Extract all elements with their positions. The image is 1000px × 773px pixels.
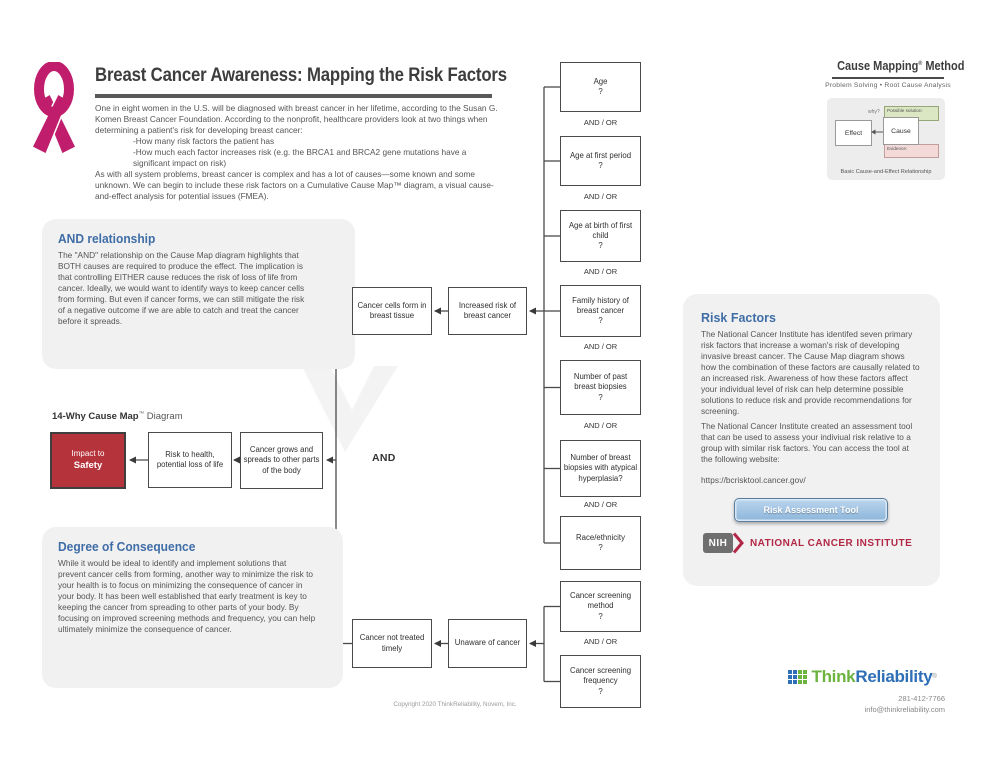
page-title: Breast Cancer Awareness: Mapping the Ris… xyxy=(95,64,507,86)
and-relationship-callout: AND relationship The "AND" relationship … xyxy=(42,219,355,369)
nih-logo-box: NIH xyxy=(703,533,733,553)
risk-panel-paragraph-1: The National Cancer Institute has identi… xyxy=(701,329,920,417)
risk-to-health-box: Risk to health, potential loss of life xyxy=(148,432,232,488)
unaware-of-cancer-box: Unaware of cancer xyxy=(448,619,527,668)
nih-chevron-icon xyxy=(733,532,744,554)
method-title-rule xyxy=(832,77,944,79)
cause-box-family-history: Family history of breast cancer? xyxy=(560,285,641,337)
cancer-not-treated-box: Cancer not treated timely xyxy=(352,619,432,668)
and-callout-tail xyxy=(302,366,398,452)
and-or-label: AND / OR xyxy=(583,637,618,646)
phone-number: 281-412-7766 xyxy=(898,694,945,703)
risk-assessment-tool-button[interactable]: Risk Assessment Tool xyxy=(734,498,888,522)
degree-of-consequence-callout: Degree of Consequence While it would be … xyxy=(42,527,343,688)
and-or-label: AND / OR xyxy=(583,421,618,430)
and-or-label: AND / OR xyxy=(583,500,618,509)
risk-panel-paragraph-2: The National Cancer Institute created an… xyxy=(701,421,913,465)
registered-mark: ® xyxy=(932,674,937,680)
and-or-label: AND / OR xyxy=(583,192,618,201)
intro-paragraph-2: As with all system problems, breast canc… xyxy=(95,168,494,201)
email-address: info@thinkreliability.com xyxy=(864,704,945,714)
risk-tool-url[interactable]: https://bcrisktool.cancer.gov/ xyxy=(701,475,806,486)
method-subtitle: Problem Solving • Root Cause Analysis xyxy=(825,82,951,89)
and-or-label: AND / OR xyxy=(583,118,618,127)
cause-box-past-biopsies: Number of past breast biopsies? xyxy=(560,360,641,415)
trademark-mark: ™ xyxy=(138,411,145,417)
breast-cancer-ribbon-icon xyxy=(30,62,78,156)
contact-info: 281-412-7766 info@thinkreliability.com xyxy=(865,694,945,716)
risk-panel-heading: Risk Factors xyxy=(701,310,776,325)
cause-box: Cause xyxy=(883,117,919,145)
and-or-label: AND / OR xyxy=(583,267,618,276)
cause-map-diagram-label: 14-Why Cause Map™ Diagram xyxy=(52,411,183,423)
cause-effect-arrow xyxy=(871,129,884,135)
increased-risk-box: Increased risk of breast cancer xyxy=(448,287,527,335)
cause-box-screening-method: Cancer screening method? xyxy=(560,581,641,632)
nci-name-text: NATIONAL CANCER INSTITUTE xyxy=(750,537,913,549)
and-callout-heading: AND relationship xyxy=(58,232,156,246)
method-caption: Basic Cause-and-Effect Relationship xyxy=(840,169,932,175)
cause-box-atypical-hyperplasia: Number of breast biopsies with atypical … xyxy=(560,440,641,497)
intro-paragraph-1: One in eight women in the U.S. will be d… xyxy=(95,103,498,135)
and-callout-body: The "AND" relationship on the Cause Map … xyxy=(58,250,305,327)
title-rule xyxy=(95,94,492,98)
consequence-heading: Degree of Consequence xyxy=(58,540,196,554)
consequence-body: While it would be ideal to identify and … xyxy=(58,558,316,635)
risk-factors-panel: Risk Factors The National Cancer Institu… xyxy=(683,294,940,586)
effect-box: Effect xyxy=(835,120,872,146)
copyright-text: Copyright 2020 ThinkReliability, Novem, … xyxy=(393,701,517,708)
method-panel-title: Cause Mapping® Method xyxy=(837,59,965,73)
and-junction-label: AND xyxy=(372,452,396,464)
why-label: why? xyxy=(868,109,880,115)
brand-dots-icon xyxy=(788,670,807,684)
nci-logo: NIH NATIONAL CANCER INSTITUTE xyxy=(703,532,921,554)
registered-mark: ® xyxy=(918,60,923,67)
and-or-label: AND / OR xyxy=(583,342,618,351)
intro-bullet-2: -How much each factor increases risk (e.… xyxy=(133,146,467,168)
cancer-cells-form-box: Cancer cells form in breast tissue xyxy=(352,287,432,335)
method-mini-diagram: Possible solution: Evidence: Effect Caus… xyxy=(827,98,945,180)
cause-box-age-birth-first-child: Age at birth of first child? xyxy=(560,210,641,262)
cause-box-age: Age? xyxy=(560,62,641,112)
cancer-grows-box: Cancer grows and spreads to other parts … xyxy=(240,432,323,489)
intro-bullet-1: -How many risk factors the patient has xyxy=(133,135,275,146)
intro-text: One in eight women in the U.S. will be d… xyxy=(95,103,503,201)
cause-box-age-first-period: Age at first period? xyxy=(560,136,641,186)
cause-box-screening-frequency: Cancer screening frequency? xyxy=(560,655,641,708)
cause-box-race-ethnicity: Race/ethnicity? xyxy=(560,516,641,570)
